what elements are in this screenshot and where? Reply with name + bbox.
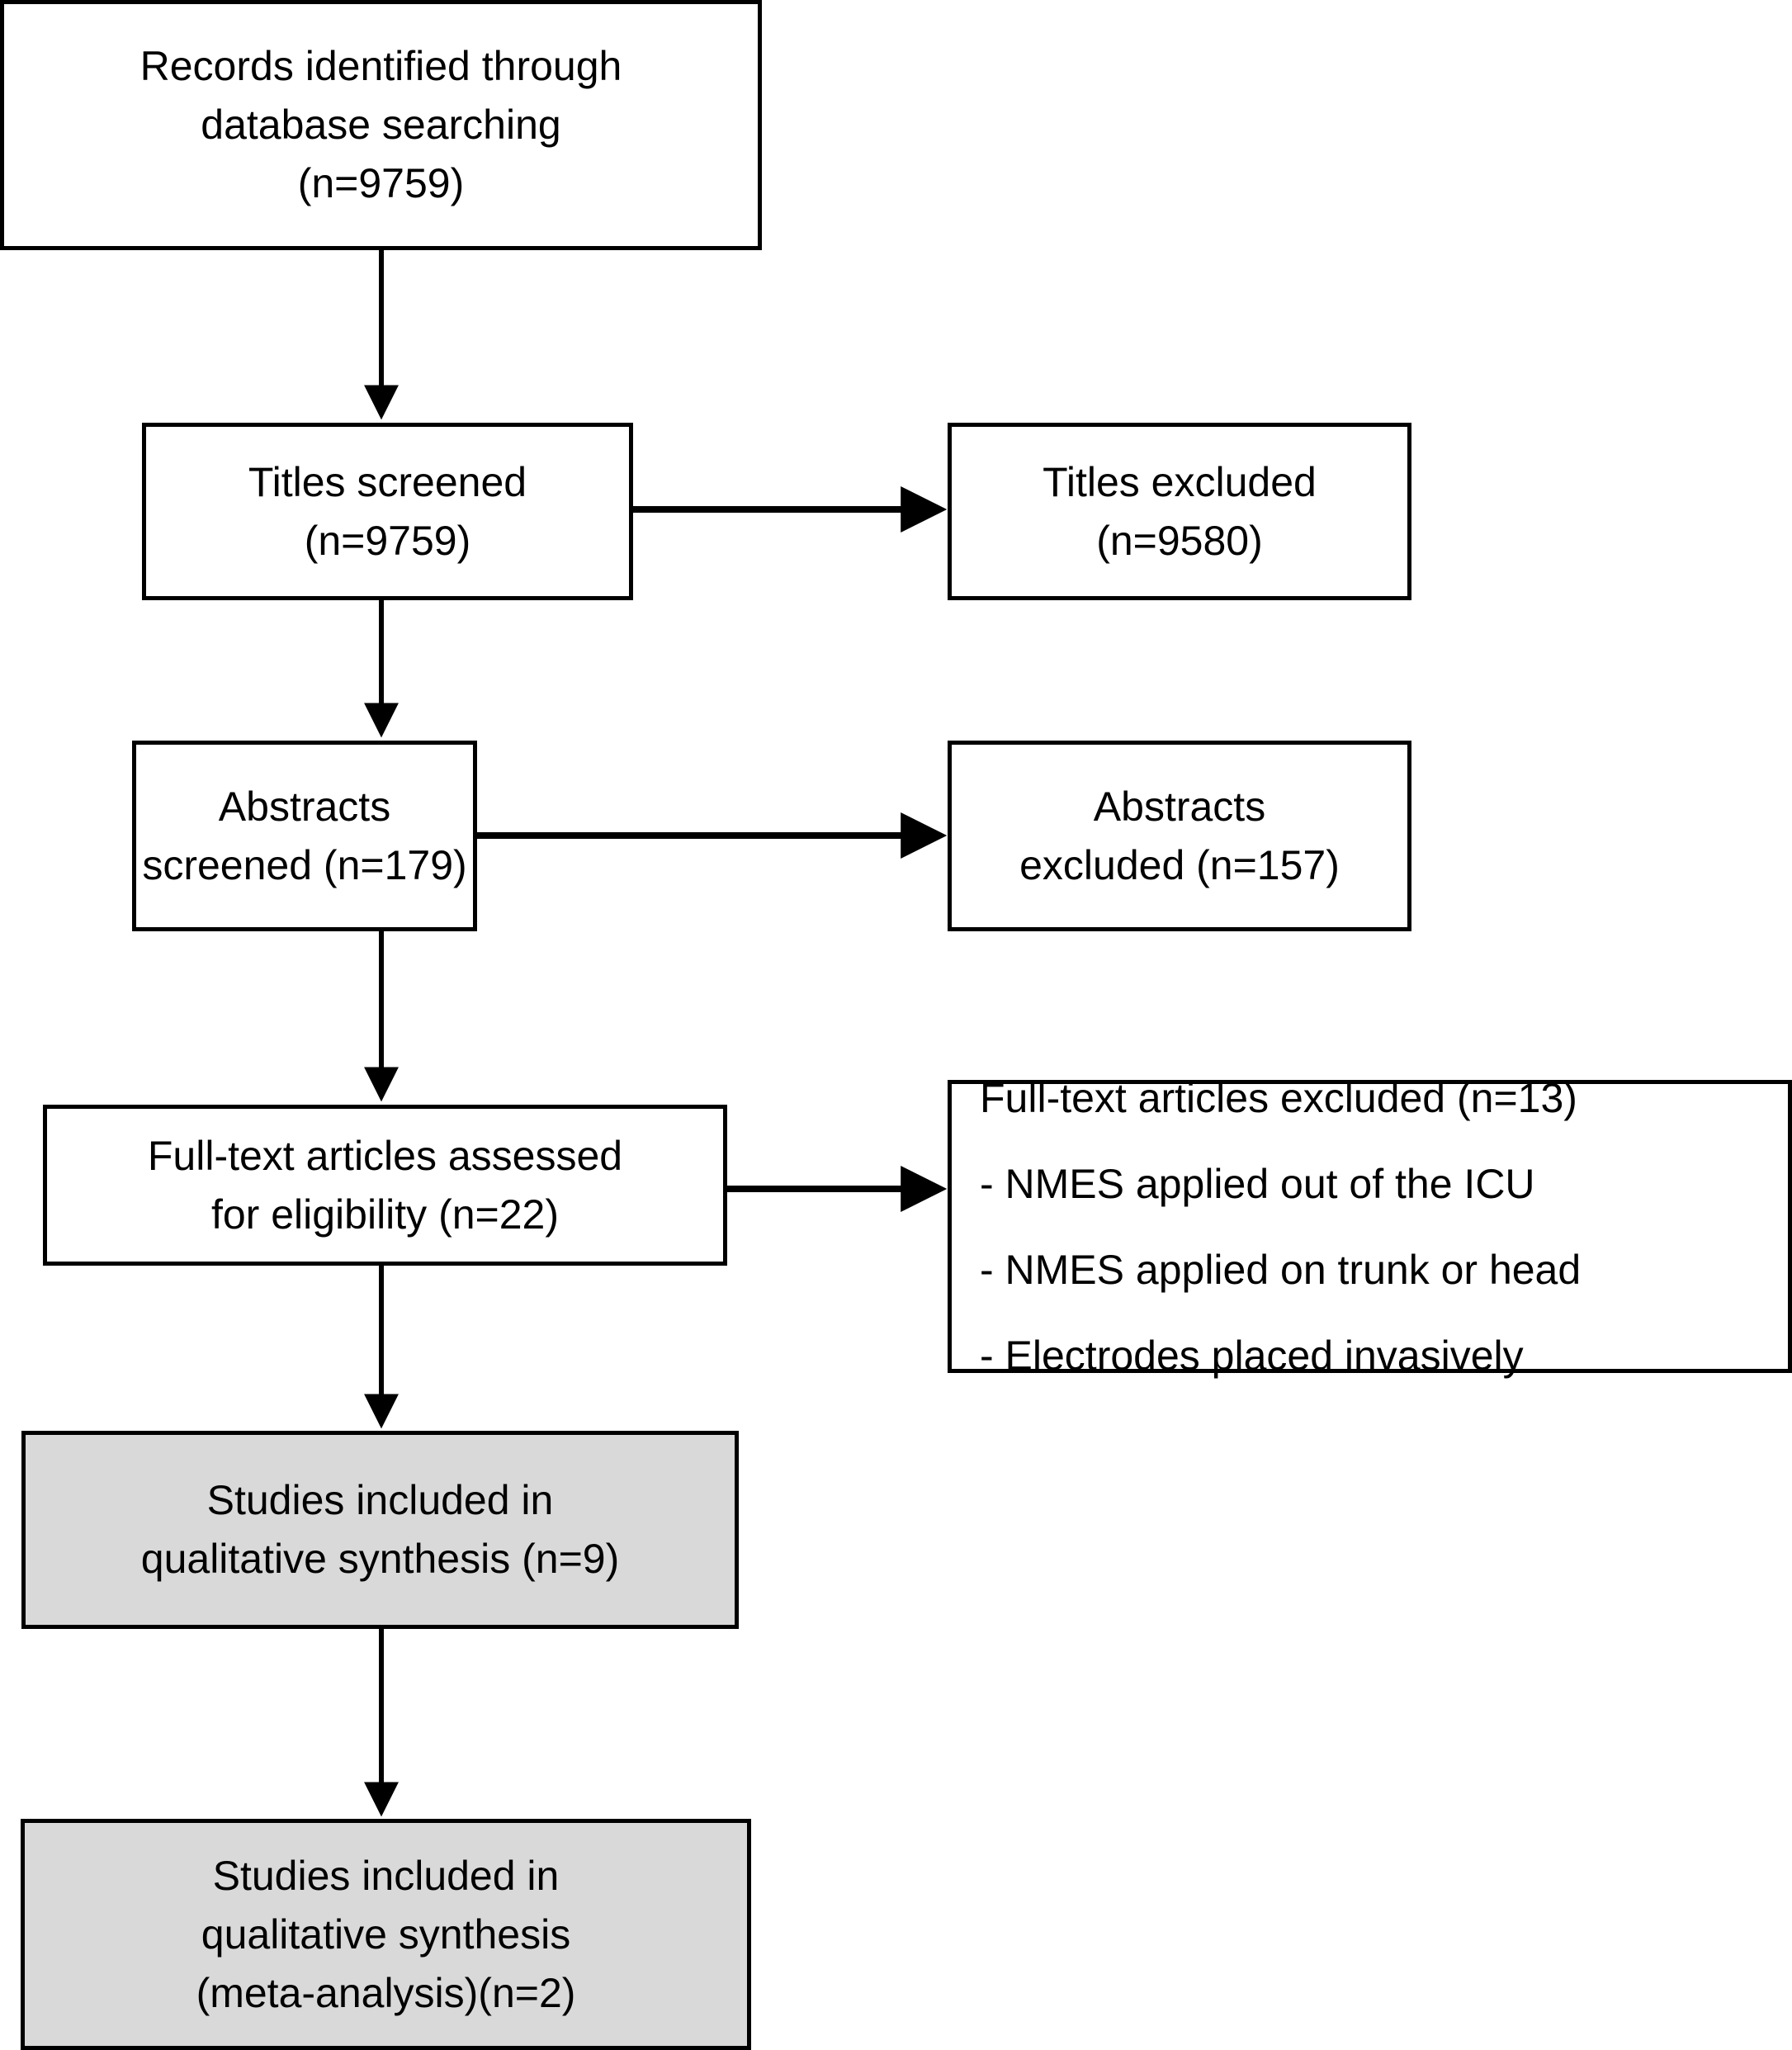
node-records-identified: Records identified through database sear… <box>0 0 762 250</box>
node-records-identified-label: Records identified through database sear… <box>139 43 622 206</box>
node-titles-screened-label: Titles screened (n=9759) <box>248 458 527 564</box>
node-titles-screened: Titles screened (n=9759) <box>142 423 633 600</box>
node-studies-meta-analysis-label: Studies included in qualitative synthesi… <box>196 1852 576 2016</box>
node-titles-excluded: Titles excluded (n=9580) <box>948 423 1411 600</box>
fulltext-excluded-reason: - Electrodes placed invasively <box>980 1332 1524 1379</box>
fulltext-excluded-reason: - NMES applied on trunk or head <box>980 1246 1582 1293</box>
node-abstracts-excluded: Abstracts excluded (n=157) <box>948 741 1411 931</box>
node-studies-qualitative-label: Studies included in qualitative synthesi… <box>140 1477 620 1582</box>
fulltext-excluded-title: Full-text articles excluded (n=13) <box>980 1074 1577 1121</box>
node-abstracts-excluded-label: Abstracts excluded (n=157) <box>1019 783 1340 888</box>
node-fulltext-excluded: Full-text articles excluded (n=13) - NME… <box>948 1075 1792 1379</box>
node-fulltext-assessed: Full-text articles assessed for eligibil… <box>43 1105 727 1266</box>
node-abstracts-screened-label: Abstracts screened (n=179) <box>142 783 467 888</box>
node-fulltext-assessed-label: Full-text articles assessed for eligibil… <box>147 1132 623 1238</box>
node-titles-excluded-label: Titles excluded (n=9580) <box>1043 458 1317 564</box>
node-studies-meta-analysis: Studies included in qualitative synthesi… <box>21 1819 751 2050</box>
fulltext-excluded-reason: - NMES applied out of the ICU <box>980 1160 1535 1207</box>
node-abstracts-screened: Abstracts screened (n=179) <box>132 741 477 931</box>
node-studies-qualitative: Studies included in qualitative synthesi… <box>21 1431 739 1629</box>
